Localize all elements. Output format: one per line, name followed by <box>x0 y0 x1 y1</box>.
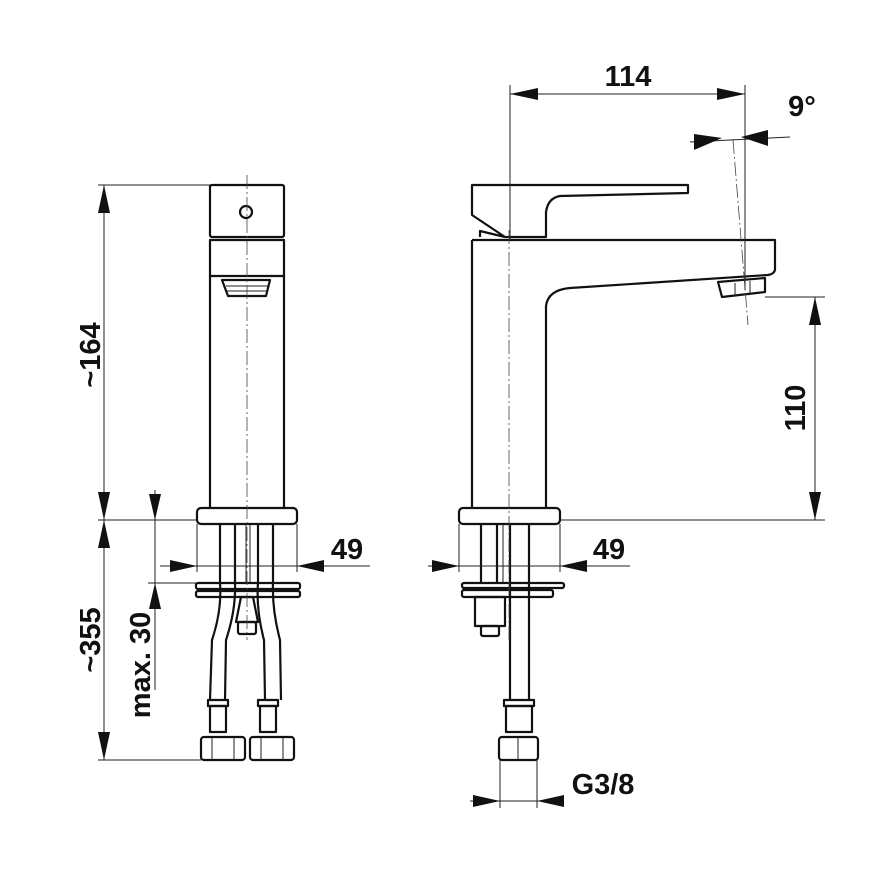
dimension-spout-height: 110 <box>780 385 812 432</box>
dimension-spout-reach: 114 <box>605 61 652 93</box>
side-view <box>457 139 777 762</box>
hose-nut <box>248 735 296 762</box>
base-plate <box>457 506 562 526</box>
dimension-base-width-left: 49 <box>331 534 363 566</box>
dimension-hose-length: ~355 <box>75 607 107 672</box>
dimension-thread-size: G3/8 <box>572 769 635 801</box>
dimension-base-width-right: 49 <box>593 534 625 566</box>
lever-pivot-icon <box>238 204 254 220</box>
aerator <box>220 278 272 298</box>
dimension-spout-angle: 9° <box>788 91 816 123</box>
front-view <box>194 175 302 762</box>
hose-nut <box>199 735 247 762</box>
dimension-max-counter-thickness: max. 30 <box>125 612 157 718</box>
lever-handle <box>470 183 690 239</box>
dimension-lines <box>98 85 825 808</box>
dimension-total-height: ~164 <box>75 322 107 387</box>
aerator <box>716 276 767 299</box>
